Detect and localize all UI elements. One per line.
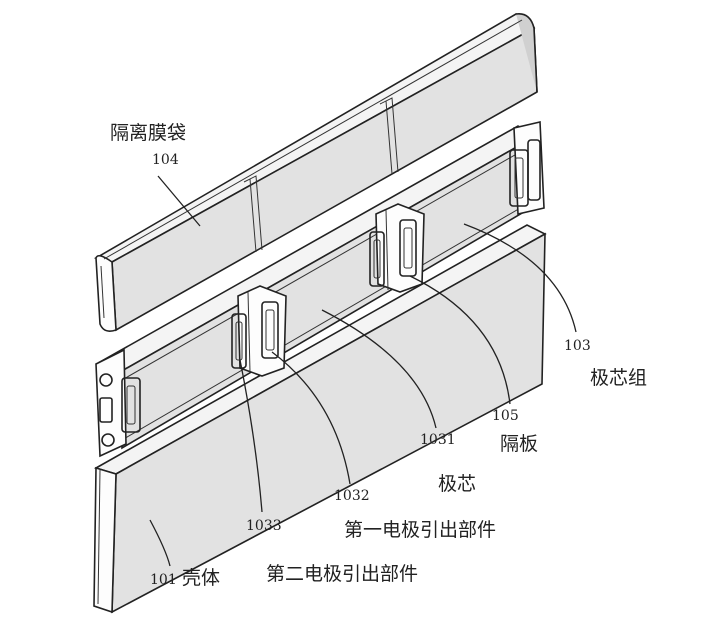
label-core-group-cn: 极芯组 xyxy=(590,367,647,389)
end-cap-far xyxy=(509,121,545,215)
label-core-num: 1031 xyxy=(420,432,456,448)
leader-1031 xyxy=(321,309,437,429)
leader-104 xyxy=(157,175,201,227)
shell xyxy=(93,224,547,614)
label-first-lead-cn: 第一电极引出部件 xyxy=(344,519,496,541)
label-plate-cn: 隔板 xyxy=(500,433,538,455)
label-second-lead-cn: 第二电极引出部件 xyxy=(266,563,418,585)
core-group xyxy=(95,121,545,458)
leader-1033 xyxy=(239,359,263,513)
end-cap-near xyxy=(95,348,141,458)
leader-1032 xyxy=(271,351,351,485)
leader-101 xyxy=(149,519,171,567)
label-shell-num: 101 xyxy=(150,572,177,588)
label-bag-cn: 隔离膜袋 xyxy=(110,122,186,144)
leader-103 xyxy=(463,223,577,333)
label-second-lead-num: 1033 xyxy=(246,518,282,534)
label-core-group-num: 103 xyxy=(564,338,591,354)
leader-lines xyxy=(149,175,577,567)
label-plate-num: 105 xyxy=(492,408,519,424)
label-bag-num: 104 xyxy=(152,152,179,168)
leader-105 xyxy=(409,275,511,405)
label-first-lead-num: 1032 xyxy=(334,488,370,504)
separator-plate-2 xyxy=(369,203,425,293)
separator-film-bag xyxy=(93,12,538,332)
label-core-cn: 极芯 xyxy=(438,473,476,495)
label-shell-cn: 壳体 xyxy=(182,567,220,589)
